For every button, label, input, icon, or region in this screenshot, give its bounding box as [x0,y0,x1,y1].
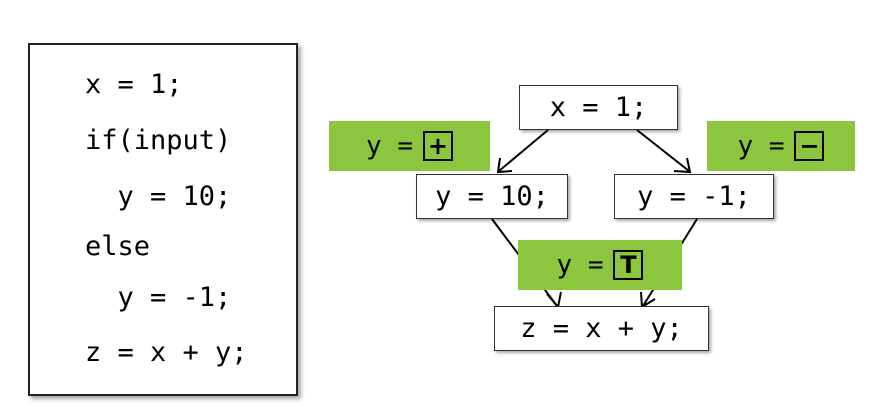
code-line-4: else [85,231,151,262]
cfg-node-join: z = x + y; [494,306,709,351]
minus-symbol-box: − [794,131,825,161]
top-symbol-box: T [613,250,644,280]
edge-entry-to-then [498,129,549,172]
fact-join: y = T [518,240,682,290]
cfg-node-join-label: z = x + y; [520,313,683,344]
code-line-3: y = 10; [85,181,232,212]
fact-else-branch: y = − [707,121,855,171]
cfg-node-then-label: y = 10; [435,181,549,212]
arrowhead-then [496,157,513,174]
fact-join-label: y = [556,250,604,280]
cfg-node-entry-label: x = 1; [549,92,648,123]
code-line-1: x = 1; [85,69,183,100]
fact-else-label: y = [737,131,785,161]
code-line-5: y = -1; [85,282,232,313]
fact-then-symbol: + [427,132,449,160]
code-line-2: if(input) [85,125,232,156]
edge-entry-to-else [636,129,690,172]
fact-then-branch: y = + [329,121,490,171]
fact-else-symbol: − [799,132,820,160]
fact-join-symbol: T [620,251,637,279]
plus-symbol-box: + [422,131,453,161]
cfg-node-entry: x = 1; [519,85,678,130]
source-code-panel: x = 1; if(input) y = 10; else y = -1; z … [28,43,298,396]
arrowhead-else [673,157,692,174]
cfg-node-else: y = -1; [614,174,774,219]
cfg-node-then: y = 10; [416,174,568,219]
code-line-6: z = x + y; [85,337,248,368]
cfg-node-else-label: y = -1; [637,181,751,212]
fact-then-label: y = [366,131,413,161]
